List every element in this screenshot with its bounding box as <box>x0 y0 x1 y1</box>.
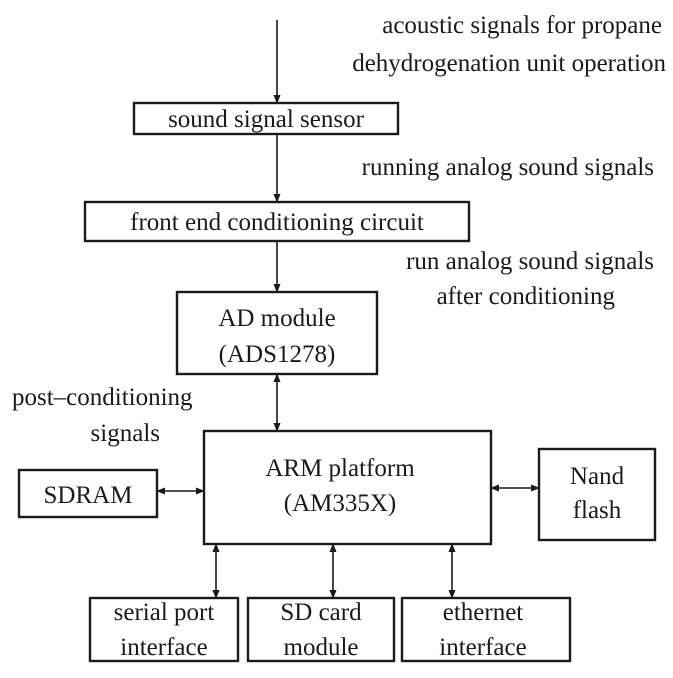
sdram-label: SDRAM <box>44 482 133 509</box>
after-conditioning-label-line2: after conditioning <box>437 283 616 310</box>
after-conditioning-label-line1: run analog sound signals <box>406 248 654 275</box>
sd-card-label-line1: SD card <box>280 599 362 626</box>
serial-port-label-line2: interface <box>120 634 207 661</box>
sd-card-label-line2: module <box>284 634 359 661</box>
ad-module-label-line1: AD module <box>218 305 335 332</box>
nand-flash-label-line1: Nand <box>570 463 625 490</box>
input-label-line2: dehydrogenation unit operation <box>352 50 666 77</box>
sd-card-block: SD card module <box>246 596 396 663</box>
sound-signal-sensor-block: sound signal sensor <box>132 101 400 136</box>
sdram-block: SDRAM <box>17 468 159 519</box>
post-conditioning-label-line1: post–conditioning <box>12 384 193 411</box>
serial-port-block: serial port interface <box>88 596 240 663</box>
serial-port-label-line1: serial port <box>114 599 215 626</box>
ethernet-label-line2: interface <box>439 634 526 661</box>
input-label-line1: acoustic signals for propane <box>382 12 662 39</box>
running-analog-label: running analog sound signals <box>362 154 654 181</box>
sound-signal-sensor-label: sound signal sensor <box>168 106 365 133</box>
front-end-conditioning-label: front end conditioning circuit <box>130 209 424 236</box>
arm-platform-label-line2: (AM335X) <box>284 490 397 517</box>
front-end-conditioning-block: front end conditioning circuit <box>83 200 471 243</box>
ad-module-block: AD module (ADS1278) <box>175 290 379 376</box>
ethernet-label-line1: ethernet <box>443 599 524 626</box>
arm-platform-block: ARM platform (AM335X) <box>202 429 493 546</box>
nand-flash-label-line2: flash <box>573 497 622 524</box>
ethernet-block: ethernet interface <box>400 596 572 663</box>
ad-module-label-line2: (ADS1278) <box>219 341 336 368</box>
arm-platform-label-line1: ARM platform <box>265 455 415 482</box>
post-conditioning-label-line2: signals <box>91 420 160 447</box>
nand-flash-block: Nand flash <box>537 447 657 542</box>
